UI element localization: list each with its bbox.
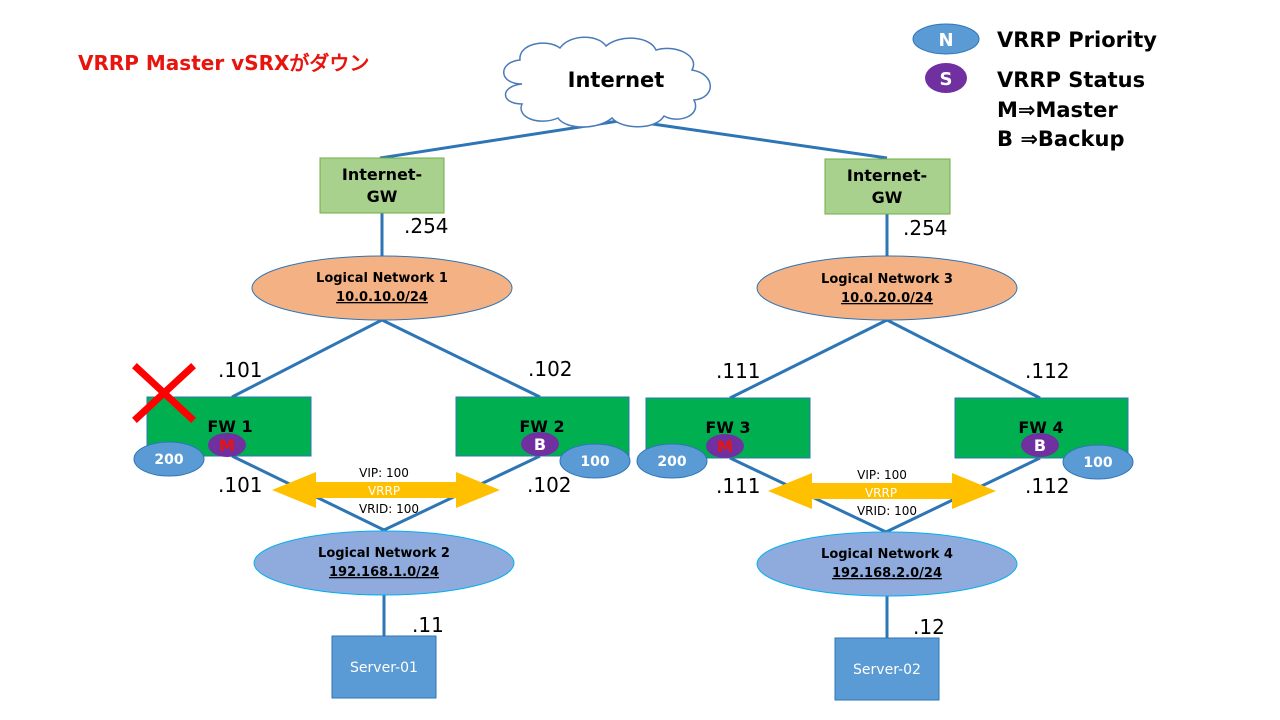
fw3-upper-ip: .111: [716, 359, 761, 383]
logical-network-3-subnet: 10.0.20.0/24: [841, 291, 933, 306]
link-internet-gw2: [624, 118, 888, 160]
cloud-icon: [503, 36, 711, 128]
fw-2-status-letter: B: [534, 435, 546, 454]
fw-3-status-badge: [706, 434, 744, 458]
fw3-lower-ip: .111: [716, 474, 761, 498]
fw2-upper-ip: .102: [528, 357, 573, 381]
server-01-ip: .11: [412, 613, 444, 637]
legend-master-line: M⇒Master: [997, 98, 1118, 122]
server-02-label: Server-02: [853, 662, 921, 678]
link-ln1-fw2: [381, 318, 541, 399]
internet-gw-2[interactable]: [824, 158, 951, 215]
legend-priority-letter: N: [938, 30, 953, 51]
server-02-ip: .12: [913, 615, 945, 639]
fw-1-label: FW 1: [207, 417, 252, 436]
fw-4-status-letter: B: [1034, 436, 1046, 455]
internet-gw-1-label-line1: Internet-: [342, 165, 422, 184]
legend-status-symbol: [925, 63, 967, 93]
fw-4-label: FW 4: [1018, 418, 1063, 437]
fw-1-priority-badge: [133, 441, 205, 477]
vrrp-1-vrid: VRID: 100: [359, 502, 419, 516]
logical-network-2-subnet: 192.168.1.0/24: [329, 565, 439, 580]
failure-x-stroke-2: [132, 363, 196, 423]
legend-status-letter: S: [940, 69, 953, 90]
fw1-upper-ip: .101: [218, 358, 263, 382]
internet-label: Internet: [568, 68, 665, 92]
failure-x-icon: [132, 363, 196, 423]
link-ln3-fw4: [886, 318, 1041, 400]
internet-gw-1-label-line2: GW: [367, 187, 398, 206]
internet-gw-1-ip: .254: [404, 214, 449, 238]
diagram-title: VRRP Master vSRXがダウン: [78, 51, 369, 75]
fw-3-priority-badge: [636, 443, 708, 479]
fw-4-priority-value: 100: [1083, 455, 1112, 471]
legend-priority-label: VRRP Priority: [997, 28, 1157, 52]
fw1-lower-ip: .101: [218, 473, 263, 497]
logical-network-4-name: Logical Network 4: [821, 547, 953, 562]
logical-network-1-subnet: 10.0.10.0/24: [336, 290, 428, 305]
link-ln1-fw1: [231, 318, 383, 399]
internet-cloud: Internet: [503, 36, 711, 128]
logical-network-4-subnet: 192.168.2.0/24: [832, 566, 942, 581]
fw-3-priority-value: 200: [657, 454, 686, 470]
vrrp-2-vrid: VRID: 100: [857, 504, 917, 518]
fw-2-priority-badge: [559, 443, 631, 479]
legend-status-label: VRRP Status: [997, 68, 1145, 92]
logical-network-3-name: Logical Network 3: [821, 272, 953, 287]
fw-3-status-letter: M: [717, 437, 733, 456]
fw4-lower-ip: .112: [1025, 474, 1070, 498]
vrrp-2-label: VRRP: [865, 486, 897, 500]
fw-1-status-letter: M: [219, 436, 235, 455]
internet-gw-2-ip: .254: [903, 216, 948, 240]
legend-priority-symbol: [912, 23, 980, 55]
logical-network-2-name: Logical Network 2: [318, 546, 450, 561]
server-02[interactable]: [834, 637, 940, 701]
fw-2-priority-value: 100: [580, 454, 609, 470]
fw-1-status-badge: [208, 433, 246, 457]
link-ln3-fw3: [729, 318, 888, 400]
server-01[interactable]: [331, 635, 437, 699]
internet-gw-1[interactable]: [319, 157, 445, 214]
vrrp-2-vip: VIP: 100: [857, 468, 907, 482]
vrrp-arrow-2: [768, 473, 996, 509]
internet-gw-2-label-line1: Internet-: [847, 166, 927, 185]
fw-4-priority-badge: [1062, 444, 1134, 480]
fw-1-priority-value: 200: [154, 452, 183, 468]
logical-network-1[interactable]: [251, 255, 513, 321]
vrrp-arrow-1: [272, 472, 500, 508]
fw-3-label: FW 3: [705, 418, 750, 437]
logical-network-2[interactable]: [253, 530, 515, 596]
logical-network-1-name: Logical Network 1: [316, 271, 448, 286]
vrrp-1-vip: VIP: 100: [359, 466, 409, 480]
fw-2-status-badge: [521, 432, 559, 456]
right-topology: Internet- GW .254 Logical Network 3 10.0…: [636, 158, 1134, 701]
server-01-label: Server-01: [350, 660, 418, 676]
vrrp-1-label: VRRP: [368, 484, 400, 498]
fw-2-label: FW 2: [519, 417, 564, 436]
internet-gw-2-label-line2: GW: [872, 188, 903, 207]
logical-network-4[interactable]: [756, 531, 1018, 597]
legend-backup-line: B ⇒Backup: [997, 127, 1125, 151]
fw-4-status-badge: [1021, 433, 1059, 457]
left-topology: Internet- GW .254 Logical Network 1 10.0…: [132, 157, 631, 699]
fw2-lower-ip: .102: [527, 473, 572, 497]
legend: N VRRP Priority S VRRP Status M⇒Master B…: [912, 23, 1157, 151]
logical-network-3[interactable]: [756, 255, 1018, 321]
connection-lines: [231, 118, 1041, 638]
fw4-upper-ip: .112: [1025, 359, 1070, 383]
